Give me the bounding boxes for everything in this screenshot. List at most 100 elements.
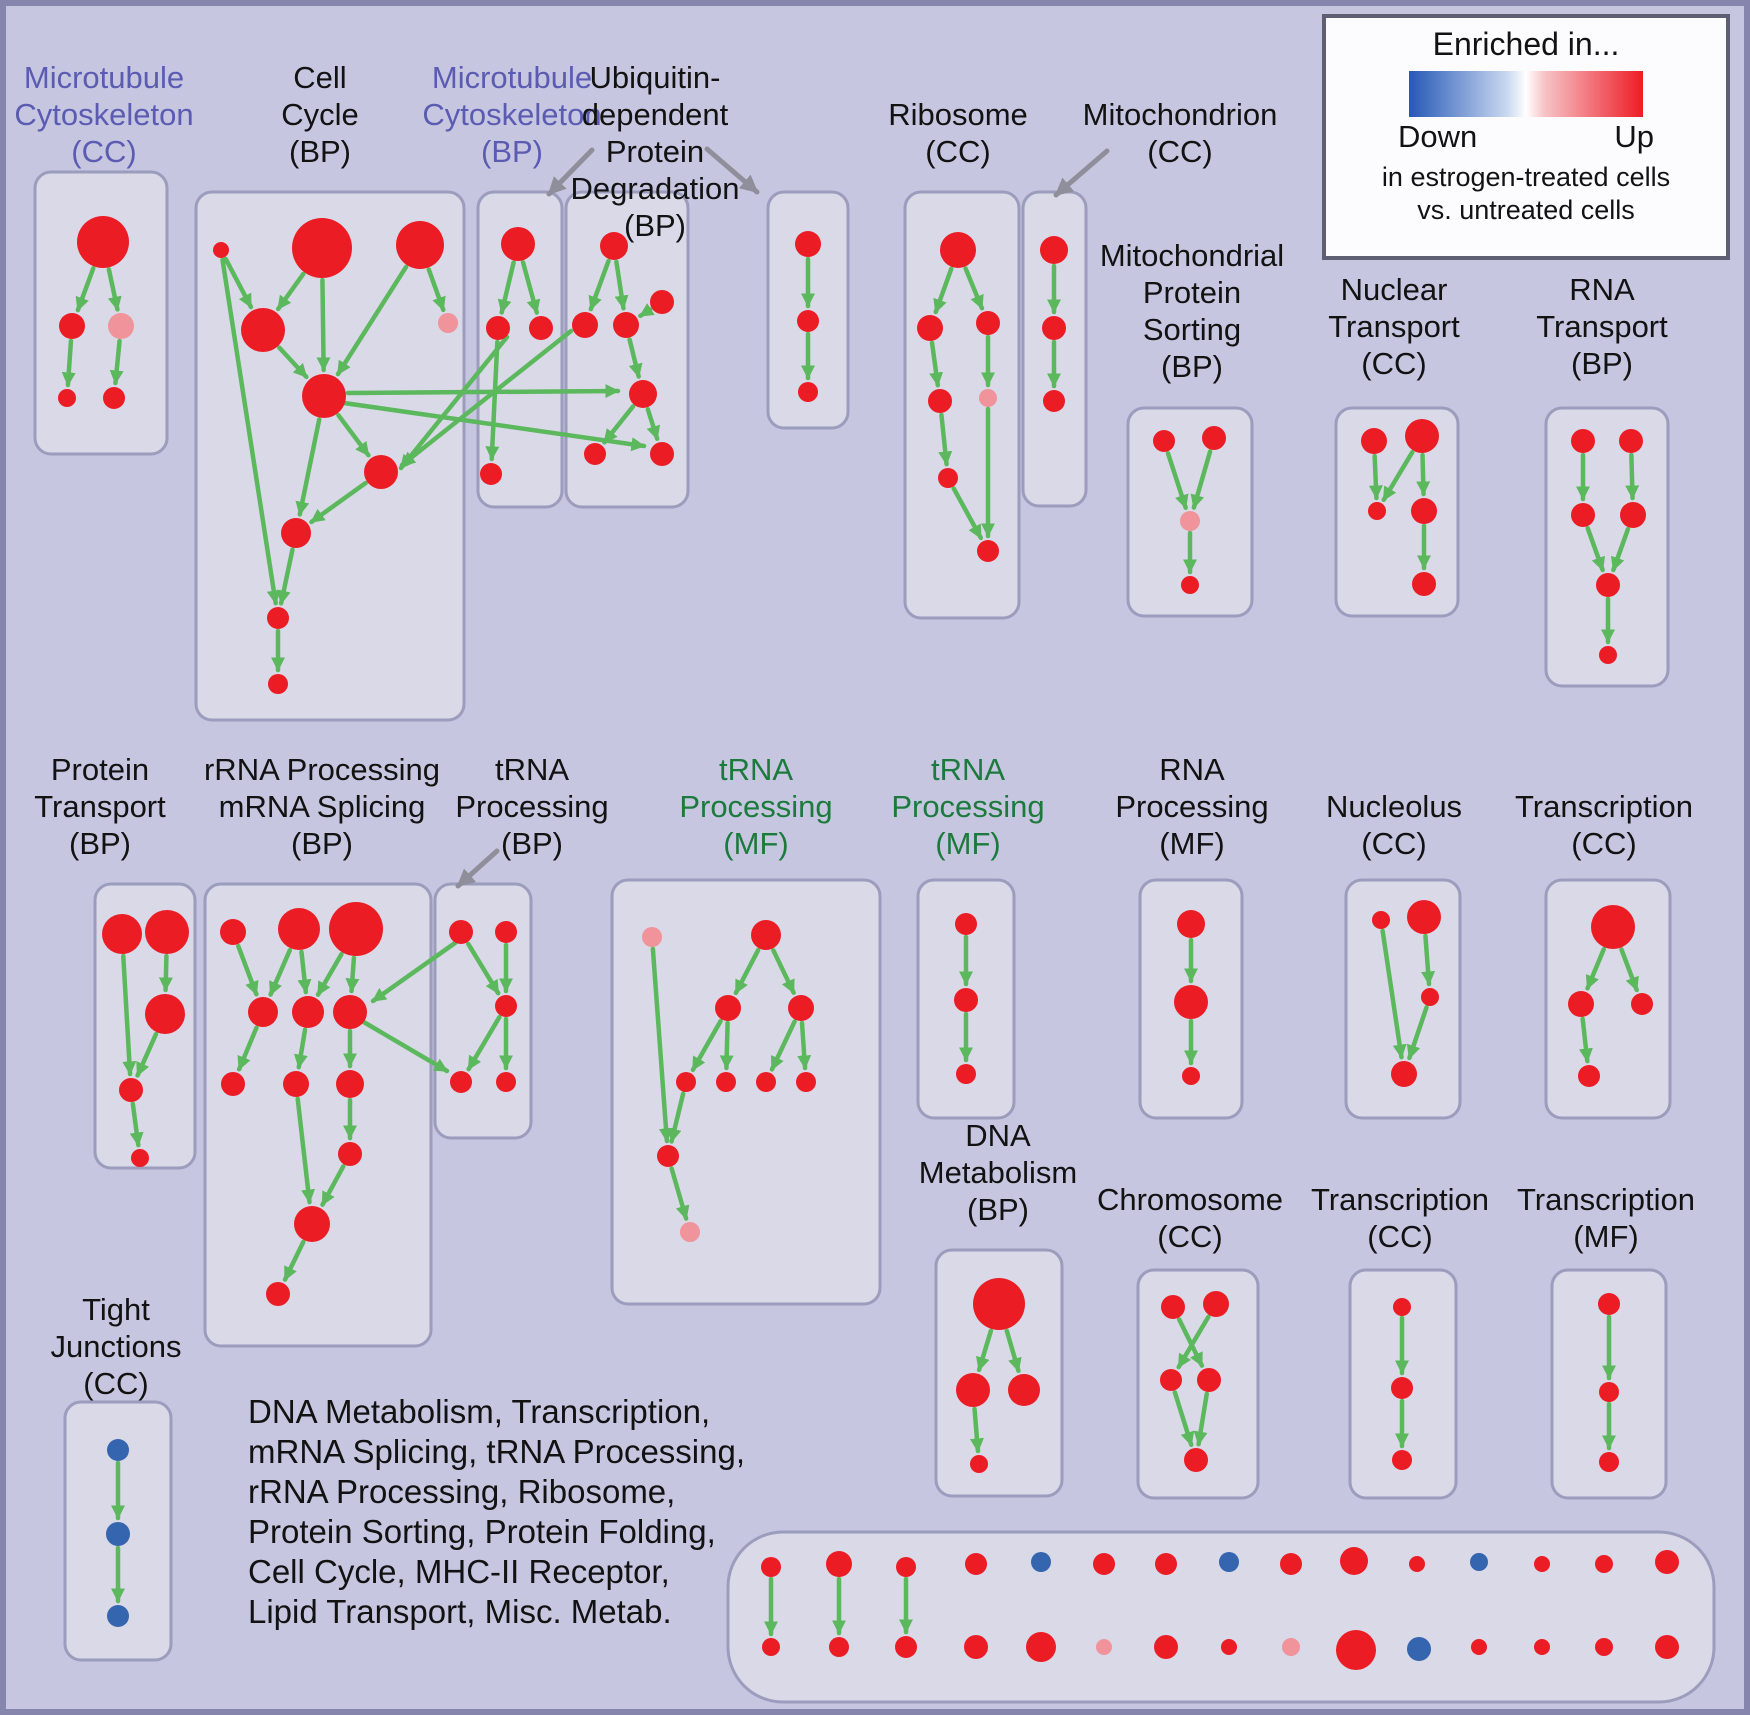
microtubule-cytoskeleton-bp-node	[529, 316, 553, 340]
trna-processing-mf-left-edge	[797, 1020, 812, 1071]
rrna-processing-mrna-splicing-bp-edge	[345, 955, 360, 994]
nucleolus-cc-edge	[1406, 1005, 1429, 1061]
rrna-processing-mrna-splicing-bp-edge	[315, 951, 344, 997]
misc-terms-caption: DNA Metabolism, Transcription, mRNA Spli…	[248, 1392, 745, 1632]
trna-processing-mf-left-edge	[719, 1020, 734, 1071]
dna-metabolism-bp-box	[934, 1248, 1064, 1498]
cell-cycle-bp-edge	[275, 271, 306, 312]
layer-edges	[61, 256, 1640, 1637]
rrna-processing-mrna-splicing-bp-edge	[236, 1025, 259, 1072]
dna-metabolism-bp-edge	[976, 1328, 994, 1373]
trna-processing-bp-edge	[466, 1014, 502, 1072]
label-pointer-arrow	[704, 146, 760, 195]
rna-transport-bp-node	[1571, 503, 1595, 527]
misc-terms-panel-node	[1280, 1553, 1302, 1575]
trna-processing-mf-left-label-line: (MF)	[723, 826, 788, 861]
protein-transport-bp-node	[145, 994, 185, 1034]
nucleolus-cc-edge	[1421, 933, 1436, 987]
microtubule-cytoskeleton-bp-label-line: Microtubule	[432, 60, 592, 95]
rna-transport-bp-node	[1599, 646, 1617, 664]
rrna-processing-mrna-splicing-bp-edge	[236, 943, 259, 997]
transcription-cc-lower-label-line: Transcription	[1311, 1182, 1489, 1217]
rrna-processing-mrna-splicing-bp-edge	[293, 1027, 308, 1070]
microtubule-cytoskeleton-cc-node	[103, 387, 125, 409]
transcription-mf-label-line: (MF)	[1573, 1219, 1638, 1254]
ribosome-cc-node	[940, 232, 976, 268]
cell-cycle-bp-label-line: Cell	[293, 60, 346, 95]
rna-transport-bp-label-line: RNA	[1569, 272, 1635, 307]
trna-processing-bp-node	[450, 1071, 472, 1093]
misc-terms-panel-node	[895, 1636, 917, 1658]
rrna-processing-mrna-splicing-bp-node	[220, 919, 246, 945]
layer-nodes	[58, 216, 1679, 1670]
mitochondrial-protein-sorting-bp-label-line: Protein	[1143, 275, 1241, 310]
protein-transport-bp-edge	[121, 953, 137, 1077]
misc-terms-line: Cell Cycle, MHC-II Receptor,	[248, 1553, 670, 1590]
protein-transport-bp-edge	[129, 1101, 144, 1148]
ubiquitin-protein-degradation-bp-edge	[602, 404, 636, 445]
cell-cycle-bp-node	[292, 218, 352, 278]
legend-subtitle-line1: in estrogen-treated cells	[1381, 162, 1671, 192]
nucleolus-cc-node	[1407, 900, 1441, 934]
trna-processing-mf-left-edge	[669, 1166, 690, 1221]
mitochondrial-protein-sorting-bp-node	[1180, 511, 1200, 531]
trna-processing-mf-left-node	[796, 1072, 816, 1092]
mitochondrial-protein-sorting-bp-label-line: Mitochondrial	[1100, 238, 1284, 273]
trna-processing-mf-right-label-line: (MF)	[935, 826, 1000, 861]
nuclear-transport-cc-edge	[1368, 453, 1383, 501]
mitochondrion-cc-node	[1040, 236, 1068, 264]
misc-terms-panel-node	[826, 1551, 852, 1577]
label-pointer-arrow	[546, 147, 595, 197]
mitochondrial-protein-sorting-bp-edge	[1190, 449, 1213, 510]
transcription-cc-upper-box	[1544, 878, 1672, 1120]
trna-processing-mf-left-edge	[769, 1019, 797, 1072]
chromosome-cc-label-line: (CC)	[1157, 1219, 1222, 1254]
microtubule-cytoskeleton-cc-label-line: (CC)	[71, 134, 136, 169]
trna-processing-mf-right-node	[955, 913, 977, 935]
microtubule-cytoskeleton-bp-edge	[520, 260, 541, 315]
mitochondrial-protein-sorting-bp-node	[1202, 426, 1226, 450]
nuclear-transport-cc-node	[1361, 428, 1387, 454]
misc-terms-line: mRNA Splicing, tRNA Processing,	[248, 1433, 746, 1470]
transcription-cc-lower-label: Transcription(CC)	[1311, 1182, 1489, 1254]
misc-terms-panel-node	[1595, 1555, 1613, 1573]
mitochondrion-cc-node	[1043, 390, 1065, 412]
cell-cycle-bp-edge	[295, 417, 322, 517]
dna-metabolism-bp-node	[956, 1373, 990, 1407]
rna-transport-bp-edge	[1611, 526, 1631, 573]
microtubule-cytoskeleton-cc-box	[33, 170, 169, 456]
rrna-processing-mrna-splicing-bp-edge	[295, 1096, 316, 1205]
ribosome-cc-node	[977, 540, 999, 562]
ubiquitin-protein-degradation-bp-node	[572, 312, 598, 338]
rrna-processing-mrna-splicing-bp-edge	[320, 1164, 346, 1207]
rrna-processing-mrna-splicing-bp-node	[338, 1142, 362, 1166]
transcription-cc-upper-node	[1568, 991, 1594, 1017]
ubiquitin-protein-degradation-bp-edge	[588, 258, 611, 312]
dna-metabolism-bp-label-line: (BP)	[967, 1192, 1029, 1227]
misc-terms-panel-node	[1655, 1550, 1679, 1574]
rrna-processing-mrna-splicing-bp-label-line: mRNA Splicing	[219, 789, 426, 824]
protein-transport-bp-edge	[158, 953, 173, 993]
trna-processing-mf-left-node	[756, 1072, 776, 1092]
tight-junctions-cc-label-line: Tight	[82, 1292, 150, 1327]
ribosome-cc-node	[938, 468, 958, 488]
microtubule-cytoskeleton-cc-edge	[75, 266, 96, 313]
legend-down-label: Down	[1398, 119, 1478, 154]
ribosome-cc-edge	[963, 266, 985, 311]
transcription-cc-lower-node	[1391, 1377, 1413, 1399]
microtubule-cytoskeleton-bp-node	[501, 227, 535, 261]
ribosome-cc-node	[917, 315, 943, 341]
rna-processing-mf-label-line: (MF)	[1159, 826, 1224, 861]
tight-junctions-cc-node	[107, 1439, 129, 1461]
legend-gradient-bar	[1409, 71, 1643, 117]
rrna-processing-mrna-splicing-bp-node	[336, 1070, 364, 1098]
transcription-cc-lower-node	[1393, 1298, 1411, 1316]
ubiquitin-protein-degradation-bp-edge	[627, 337, 643, 379]
trna-processing-bp-edge	[466, 941, 501, 996]
trna-processing-mf-left-node	[642, 927, 662, 947]
trna-processing-bp-node	[496, 1072, 516, 1092]
